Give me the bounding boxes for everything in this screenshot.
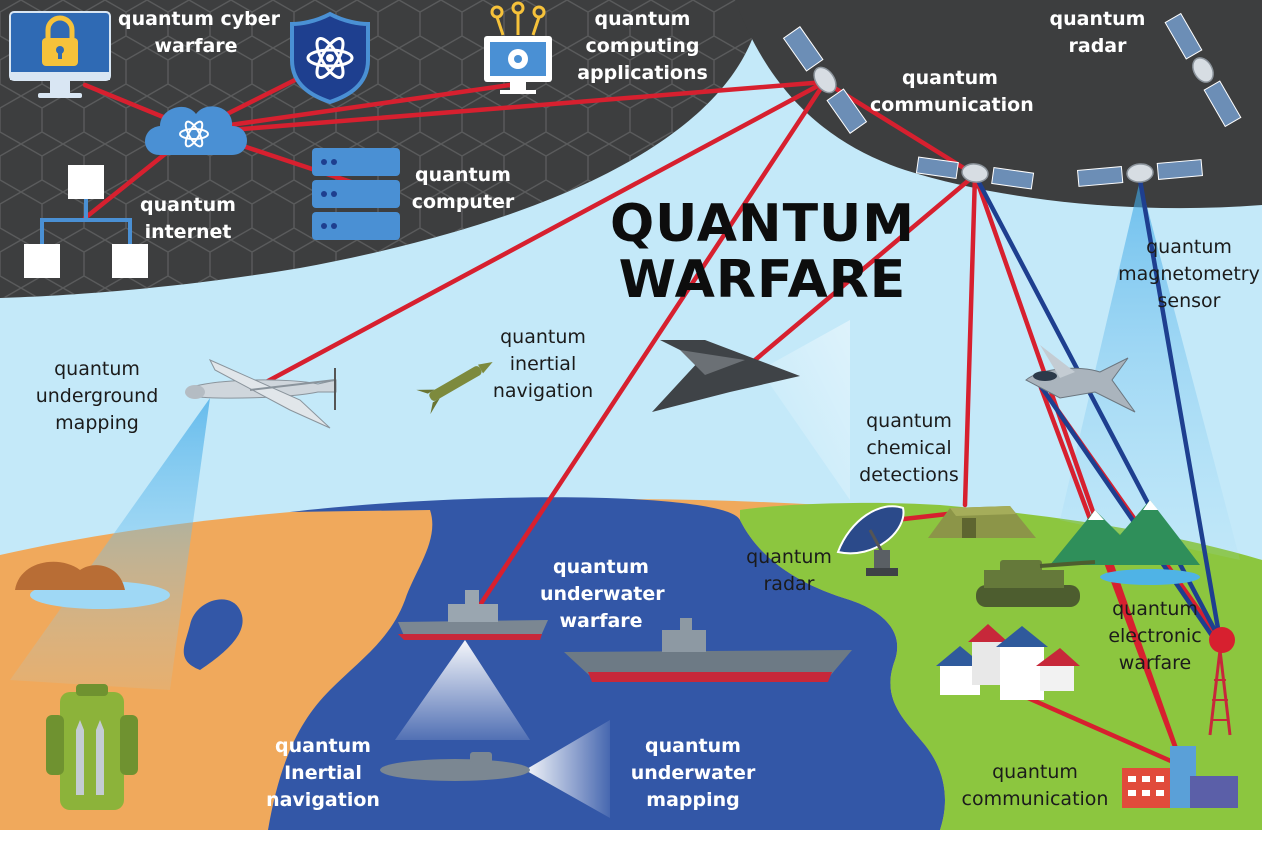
cloud-atom-icon: [145, 106, 247, 155]
drone-mapping-beam: [10, 398, 210, 690]
radar-dish-icon: [836, 505, 905, 576]
mountains-icon: [1050, 500, 1200, 585]
monitor-gear-icon: [484, 1, 552, 94]
satellite-sensor-beam: [1060, 180, 1240, 560]
atom-shield-icon: [290, 11, 370, 105]
backpack-icon: [46, 684, 138, 810]
warship-icon: [398, 590, 548, 640]
satellite-icon: [1164, 12, 1242, 128]
submarine-icon: [380, 752, 530, 781]
title-line-2: WARFARE: [618, 250, 907, 310]
label-inertial-navigation-air: quantum inertial navigation: [492, 326, 594, 402]
radio-tower-icon: [1208, 627, 1235, 736]
houses-icon: [936, 624, 1080, 700]
satellite-icon: [1076, 159, 1204, 187]
label-computer: quantum computer: [411, 164, 515, 213]
label-radar-sky: quantum radar: [1049, 8, 1146, 57]
label-computing-applications: quantum computing applications: [577, 8, 708, 84]
aircraft-carrier-icon: [564, 618, 852, 682]
server-stack-icon: [312, 148, 400, 240]
space-zone: [735, 0, 1262, 209]
label-electronic-warfare: quantum electronic warfare: [1108, 598, 1202, 674]
bottom-margin: [0, 830, 1262, 852]
label-underground-mapping: quantum underground mapping: [35, 358, 159, 434]
satellite-icon: [782, 26, 868, 134]
label-inertial-navigation-sea: quantum Inertial navigation: [266, 735, 380, 811]
label-magnetometry-sensor: quantum magnetometry sensor: [1118, 236, 1260, 312]
lock-monitor-icon: [9, 11, 111, 98]
label-radar-ground: quantum radar: [746, 546, 832, 595]
tank-icon: [976, 560, 1096, 607]
network-tree-icon: [24, 165, 148, 278]
fighter-jet-icon: [1025, 345, 1136, 413]
main-title: QUANTUM WARFARE: [600, 196, 925, 308]
army-tent-icon: [928, 506, 1036, 538]
ship-sonar-beam: [395, 640, 530, 740]
label-underwater-mapping: quantum underwater mapping: [630, 735, 756, 811]
bomber-glow: [760, 320, 850, 500]
label-underwater-warfare: quantum underwater warfare: [540, 556, 665, 632]
satellite-icon: [915, 156, 1035, 190]
label-internet: quantum internet: [140, 194, 236, 243]
stealth-bomber-icon: [652, 340, 800, 412]
label-communication-sky: quantum communication: [870, 67, 1034, 116]
inlet: [183, 599, 243, 670]
rocks-icon: [15, 561, 170, 609]
label-cyber-warfare: quantum cyber warfare: [118, 8, 281, 57]
drone-icon: [185, 358, 337, 429]
label-communication-ground: quantum communication: [961, 761, 1109, 810]
label-chemical-detections: quantum chemical detections: [859, 410, 959, 486]
missile-icon: [416, 362, 493, 415]
title-line-1: QUANTUM: [609, 194, 916, 254]
submarine-sonar-beam: [525, 720, 610, 818]
factory-icon: [1122, 746, 1238, 808]
